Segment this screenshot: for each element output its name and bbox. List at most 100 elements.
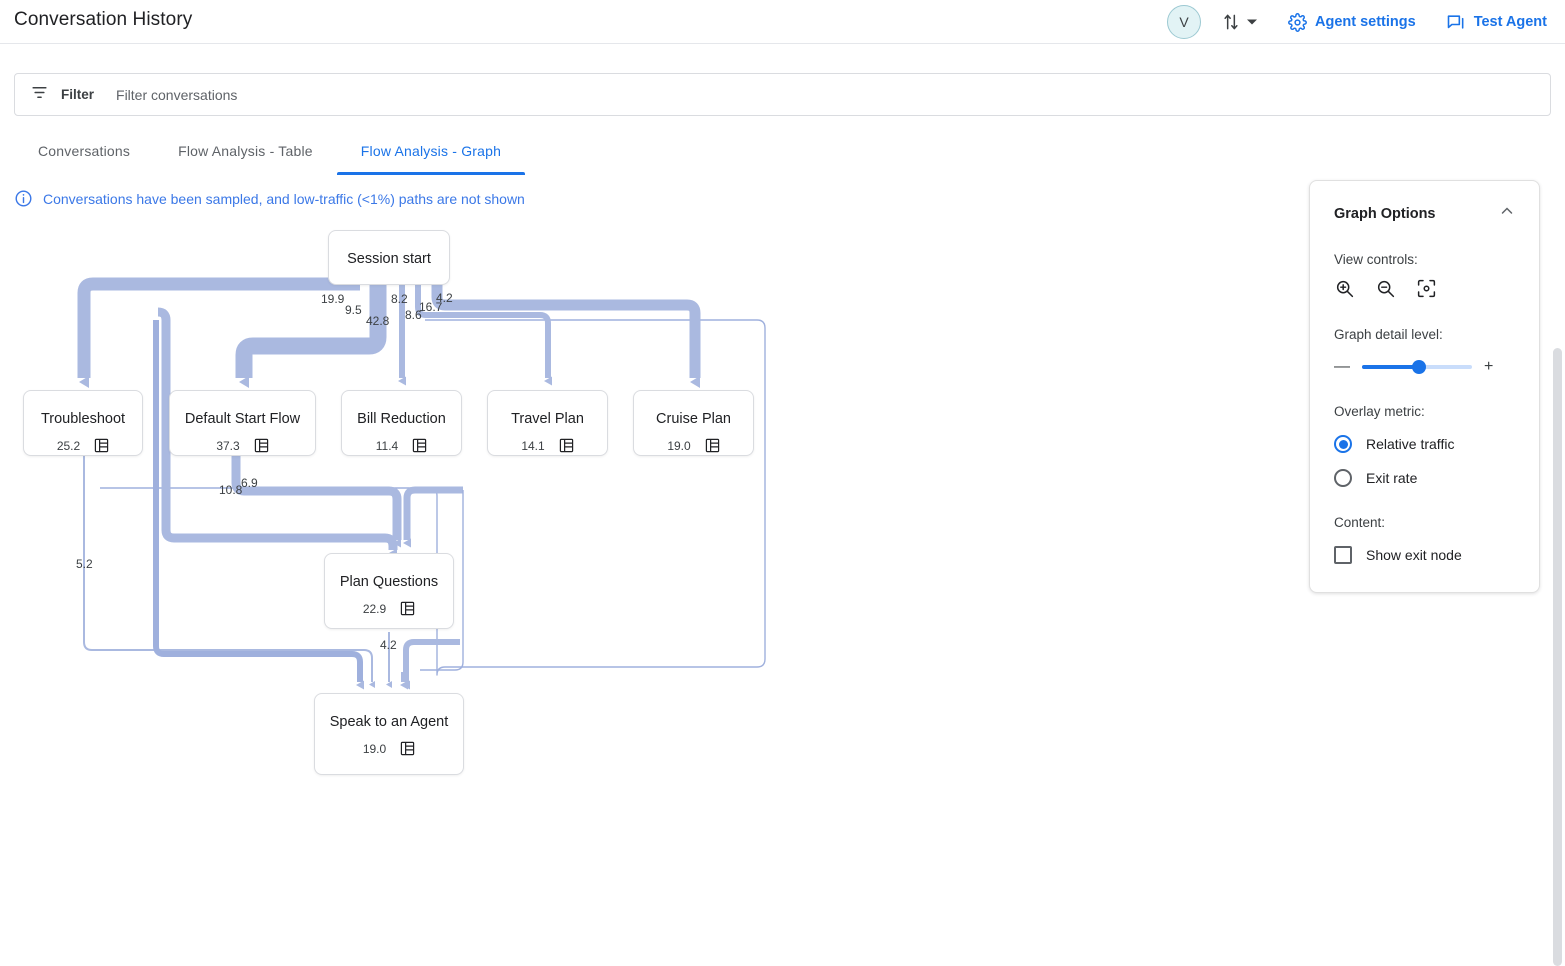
graph-node-travel-plan[interactable]: Travel Plan 14.1 bbox=[487, 390, 608, 456]
checkbox-unchecked-icon bbox=[1334, 546, 1352, 564]
zoom-out-icon[interactable] bbox=[1375, 278, 1396, 299]
chevron-up-icon[interactable] bbox=[1499, 203, 1515, 224]
node-metrics: 19.0 bbox=[363, 741, 415, 756]
node-title: Travel Plan bbox=[511, 411, 584, 427]
table-rows-icon[interactable] bbox=[559, 438, 574, 453]
filter-label: Filter bbox=[61, 87, 95, 102]
graph-node-speak-to-an-agent[interactable]: Speak to an Agent 19.0 bbox=[314, 693, 464, 775]
edge-label-8-2: 8.2 bbox=[391, 292, 408, 306]
environment-switcher[interactable] bbox=[1221, 12, 1258, 32]
node-title: Session start bbox=[347, 251, 431, 267]
node-value: 19.0 bbox=[667, 438, 691, 453]
node-metrics: 19.0 bbox=[667, 438, 719, 453]
table-rows-icon[interactable] bbox=[94, 438, 109, 453]
table-rows-icon[interactable] bbox=[400, 741, 415, 756]
chat-bubble-icon bbox=[1446, 12, 1466, 32]
gear-icon bbox=[1288, 12, 1307, 32]
fit-to-screen-icon[interactable] bbox=[1416, 278, 1437, 299]
node-value: 11.4 bbox=[375, 438, 399, 453]
radio-exit-rate[interactable]: Exit rate bbox=[1334, 469, 1515, 487]
radio-dot bbox=[1338, 439, 1348, 449]
table-rows-icon[interactable] bbox=[400, 601, 415, 616]
filter-bar[interactable]: Filter Filter conversations bbox=[14, 73, 1551, 116]
page-scrollbar-thumb[interactable] bbox=[1553, 348, 1562, 966]
top-bar: Conversation History V Age bbox=[0, 0, 1565, 44]
graph-options-header[interactable]: Graph Options bbox=[1334, 203, 1515, 224]
avatar[interactable]: V bbox=[1166, 5, 1201, 39]
node-metrics: 37.3 bbox=[216, 438, 268, 453]
graph-node-cruise-plan[interactable]: Cruise Plan 19.0 bbox=[633, 390, 754, 456]
node-metrics: 14.1 bbox=[521, 438, 573, 453]
edge-label-4-2-bottom: 4.2 bbox=[380, 638, 397, 652]
node-title: Plan Questions bbox=[339, 574, 439, 590]
sampling-notice: Conversations have been sampled, and low… bbox=[14, 189, 525, 208]
chevron-down-icon bbox=[1246, 16, 1258, 28]
top-bar-actions: V Agent settings bbox=[1166, 0, 1557, 44]
table-rows-icon[interactable] bbox=[705, 438, 720, 453]
view-controls-label: View controls: bbox=[1334, 252, 1418, 267]
graph-detail-level-label: Graph detail level: bbox=[1334, 327, 1443, 342]
edge-label-5-2: 5.2 bbox=[76, 557, 93, 571]
edge-label-6-9: 6.9 bbox=[241, 476, 258, 490]
sampling-notice-text: Conversations have been sampled, and low… bbox=[43, 190, 525, 207]
node-title: Default Start Flow bbox=[184, 411, 301, 427]
node-value: 25.2 bbox=[56, 438, 81, 453]
page-title: Conversation History bbox=[14, 9, 193, 30]
page-scrollbar-track[interactable] bbox=[1550, 172, 1565, 966]
content-label: Content: bbox=[1334, 515, 1386, 530]
tab-flow-analysis-graph[interactable]: Flow Analysis - Graph bbox=[336, 133, 526, 175]
node-title: Speak to an Agent bbox=[329, 714, 449, 730]
detail-decrease-button[interactable]: — bbox=[1334, 358, 1350, 375]
tab-conversations[interactable]: Conversations bbox=[38, 143, 131, 159]
detail-increase-button[interactable]: + bbox=[1484, 358, 1494, 375]
graph-detail-slider[interactable] bbox=[1362, 360, 1472, 374]
graph-node-troubleshoot[interactable]: Troubleshoot 25.2 bbox=[23, 390, 143, 456]
graph-node-bill-reduction[interactable]: Bill Reduction 11.4 bbox=[341, 390, 462, 456]
node-value: 37.3 bbox=[216, 438, 240, 453]
checkbox-show-exit-node[interactable]: Show exit node bbox=[1334, 546, 1515, 564]
search-input[interactable]: Filter conversations bbox=[116, 86, 238, 103]
tab-flow-analysis-table[interactable]: Flow Analysis - Table bbox=[178, 143, 313, 159]
checkbox-show-exit-node-label: Show exit node bbox=[1366, 547, 1462, 563]
swap-vertical-icon bbox=[1221, 12, 1241, 32]
node-metrics: 11.4 bbox=[376, 438, 427, 453]
edge-label-8-6: 8.6 bbox=[405, 308, 422, 322]
radio-relative-traffic[interactable]: Relative traffic bbox=[1334, 435, 1515, 453]
test-agent-button[interactable]: Test Agent bbox=[1446, 12, 1547, 32]
tab-bar: Conversations Flow Analysis - Table Flow… bbox=[14, 133, 526, 175]
graph-node-plan-questions[interactable]: Plan Questions 22.9 bbox=[324, 553, 454, 629]
radio-relative-traffic-label: Relative traffic bbox=[1366, 436, 1455, 452]
info-icon bbox=[14, 189, 33, 208]
edge-label-10-8: 10.8 bbox=[219, 483, 243, 497]
radio-exit-rate-label: Exit rate bbox=[1366, 470, 1418, 486]
test-agent-label: Test Agent bbox=[1473, 14, 1547, 30]
edge-label-4-2-top: 4.2 bbox=[436, 291, 453, 305]
radio-button-unselected-icon bbox=[1334, 469, 1352, 487]
node-title: Cruise Plan bbox=[656, 411, 731, 427]
graph-node-session-start[interactable]: Session start bbox=[328, 230, 450, 285]
flow-graph-edges bbox=[77, 277, 766, 690]
slider-fill bbox=[1362, 365, 1420, 369]
node-metrics: 25.2 bbox=[57, 438, 109, 453]
agent-settings-button[interactable]: Agent settings bbox=[1288, 12, 1416, 32]
edge-label-42-8: 42.8 bbox=[366, 314, 390, 328]
graph-options-panel: Graph Options View controls: bbox=[1309, 180, 1540, 593]
graph-options-title: Graph Options bbox=[1334, 205, 1436, 222]
node-title: Bill Reduction bbox=[357, 411, 446, 427]
edge-label-16-7: 16.7 bbox=[419, 300, 443, 314]
zoom-in-icon[interactable] bbox=[1334, 278, 1355, 299]
overlay-metric-label: Overlay metric: bbox=[1334, 404, 1425, 419]
node-value: 14.1 bbox=[521, 438, 545, 453]
node-title: Troubleshoot bbox=[40, 411, 126, 427]
view-controls bbox=[1334, 278, 1515, 299]
node-metrics: 22.9 bbox=[363, 601, 415, 616]
edge-label-9-5: 9.5 bbox=[345, 303, 362, 317]
avatar-initial: V bbox=[1179, 14, 1189, 30]
table-rows-icon[interactable] bbox=[412, 438, 427, 453]
flow-graph-canvas[interactable]: Session start Troubleshoot 25.2 Default … bbox=[0, 172, 1540, 798]
graph-node-default-start-flow[interactable]: Default Start Flow 37.3 bbox=[169, 390, 316, 456]
table-rows-icon[interactable] bbox=[254, 438, 269, 453]
radio-button-selected-icon bbox=[1334, 435, 1352, 453]
slider-thumb[interactable] bbox=[1412, 360, 1427, 374]
edge-label-19-9: 19.9 bbox=[321, 292, 345, 306]
